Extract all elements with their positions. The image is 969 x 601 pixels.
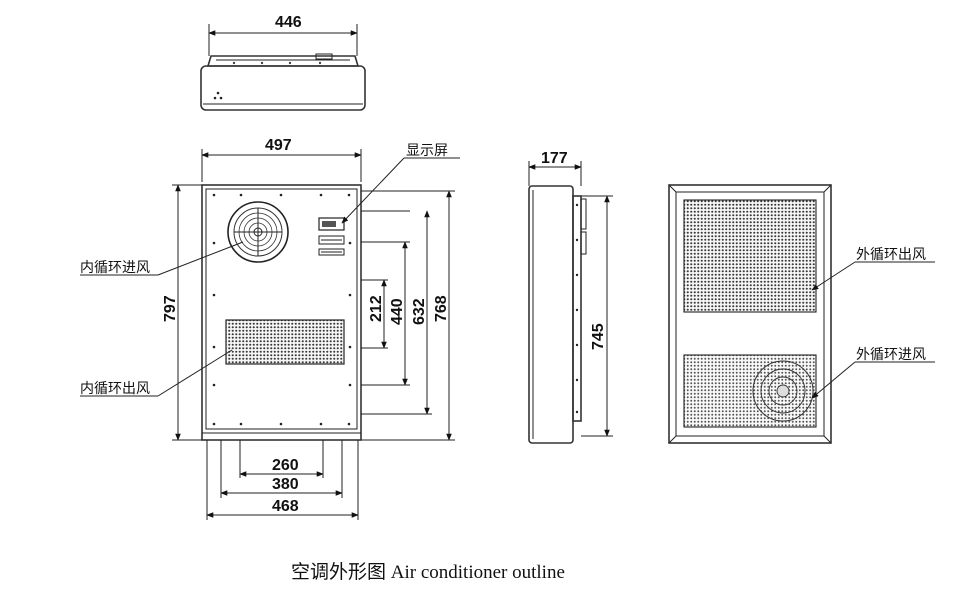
front-panel-outline bbox=[201, 184, 362, 441]
front-view: 497 797 bbox=[80, 137, 460, 520]
rear-panel-outline bbox=[668, 184, 832, 444]
display-screen bbox=[318, 217, 345, 231]
horizontal-dimension-set: 260 380 468 bbox=[206, 440, 359, 520]
outer-outlet-label: 外循环出风 bbox=[856, 247, 926, 263]
outer-inlet-fan-icon bbox=[752, 360, 814, 422]
inner-outlet-grille bbox=[225, 319, 345, 365]
inner-inlet-callout: 内循环进风 bbox=[80, 241, 244, 276]
top-view: 446 bbox=[200, 14, 366, 111]
dim-440-label: 440 bbox=[389, 298, 406, 325]
figure-caption: 空调外形图 Air conditioner outline bbox=[291, 561, 565, 583]
dim-380-label: 380 bbox=[272, 476, 299, 493]
outer-inlet-grille bbox=[683, 354, 817, 428]
display-callout: 显示屏 bbox=[341, 143, 460, 224]
side-depth-label: 177 bbox=[541, 150, 568, 167]
front-height-label: 797 bbox=[162, 295, 179, 322]
side-height-label: 745 bbox=[590, 323, 607, 350]
rear-view: 外循环出风 外循环进风 bbox=[668, 184, 935, 444]
vertical-dimension-set: 212 440 632 768 bbox=[361, 190, 455, 441]
dim-632-label: 632 bbox=[411, 298, 428, 325]
dim-468-label: 468 bbox=[272, 498, 299, 515]
inner-inlet-fan bbox=[227, 201, 289, 263]
dim-768-label: 768 bbox=[433, 295, 450, 322]
outer-inlet-label: 外循环进风 bbox=[856, 347, 926, 363]
outer-outlet-callout: 外循环出风 bbox=[811, 247, 935, 291]
side-view: 177 745 bbox=[528, 150, 613, 444]
dim-260-label: 260 bbox=[272, 457, 299, 474]
outer-outlet-grille bbox=[683, 199, 817, 313]
outer-inlet-callout: 外循环进风 bbox=[811, 347, 935, 399]
inner-inlet-label: 内循环进风 bbox=[80, 260, 150, 276]
dim-212-label: 212 bbox=[368, 295, 385, 322]
side-body bbox=[528, 185, 574, 444]
display-label: 显示屏 bbox=[406, 143, 448, 159]
front-width-label: 497 bbox=[265, 137, 292, 154]
inner-outlet-label: 内循环出风 bbox=[80, 381, 150, 397]
top-view-mark bbox=[213, 91, 223, 100]
top-width-label: 446 bbox=[275, 14, 302, 31]
inner-outlet-callout: 内循环出风 bbox=[80, 349, 233, 397]
